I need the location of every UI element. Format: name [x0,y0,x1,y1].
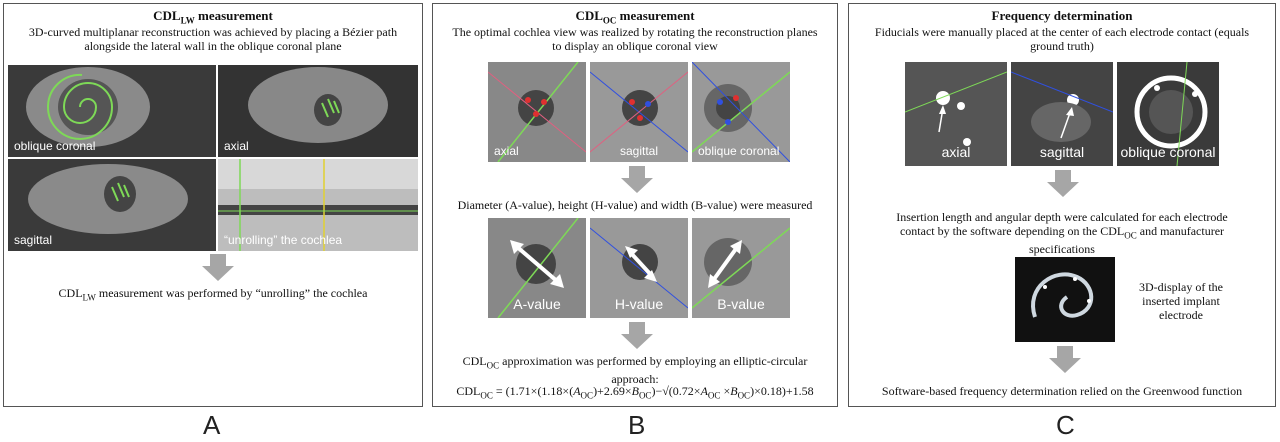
image-sagittal-a: sagittal [8,159,216,251]
image-label: oblique coronal [698,144,780,158]
panel-c-3d-caption: 3D-display of the inserted implant elect… [1139,280,1223,322]
image-oblique-coronal-a: oblique coronal [8,65,216,157]
panel-c-conclusion: Software-based frequency determination r… [881,384,1243,398]
down-arrow-icon [202,254,234,281]
image-label: axial [941,144,971,160]
image-a-value: A-value [488,218,586,318]
image-oblique-coronal-b: oblique coronal [692,62,790,162]
image-3d-electrode [1015,257,1115,342]
panel-c-calculation-text: Insertion length and angular depth were … [896,210,1228,257]
down-arrow-icon [621,322,653,349]
image-label: sagittal [619,144,659,158]
image-h-value: H-value [590,218,688,318]
image-label: axial [494,144,519,158]
image-sagittal-b: sagittal [590,62,688,162]
image-label: oblique coronal [1120,144,1216,160]
down-arrow-icon [1047,170,1079,197]
image-label: “unrolling” the cochlea [224,233,343,247]
image-oblique-coronal-c: oblique coronal [1117,62,1219,166]
panel-letter-b: B [628,410,646,440]
panel-a: CDLLW measurement 3D-curved multiplanar … [3,3,423,407]
image-label: sagittal [14,233,53,247]
image-label: A-value [513,296,561,312]
panel-letter-a: A [203,410,221,440]
panel-b: CDLOC measurement The optimal cochlea vi… [432,3,838,407]
panel-b-description: The optimal cochlea view was realized by… [452,25,818,53]
image-axial-b: axial [488,62,586,162]
image-label: B-value [717,296,765,312]
panel-letter-c: C [1056,410,1075,440]
panel-a-description: 3D-curved multiplanar reconstruction was… [28,25,398,53]
panel-b-approximation-text: CDLOC approximation was performed by emp… [462,354,808,387]
down-arrow-icon [1049,346,1081,373]
down-arrow-icon [621,166,653,193]
panel-c-title: Frequency determination [991,8,1133,23]
image-b-value: B-value [692,218,790,318]
image-axial-c: axial [905,62,1007,166]
panel-b-title: CDLOC measurement [575,8,695,26]
panel-c: Frequency determination Fiducials were m… [848,3,1276,407]
panel-b-formula: CDLOC = (1.71×(1.18×(AOC)+2.69×BOC)−√(0.… [456,384,814,401]
image-label: H-value [614,296,664,312]
image-label: axial [224,139,249,153]
panel-b-measure-text: Diameter (A-value), height (H-value) and… [457,198,813,212]
panel-a-conclusion: CDLLW measurement was performed by “unro… [58,286,368,303]
panel-c-description: Fiducials were manually placed at the ce… [874,25,1250,53]
image-label: oblique coronal [14,139,96,153]
panel-a-title: CDLLW measurement [153,8,273,26]
image-sagittal-c: sagittal [1011,62,1113,166]
image-axial-a: axial [218,65,418,157]
image-label: sagittal [1039,144,1085,160]
image-unrolling-a: “unrolling” the cochlea [218,159,418,251]
